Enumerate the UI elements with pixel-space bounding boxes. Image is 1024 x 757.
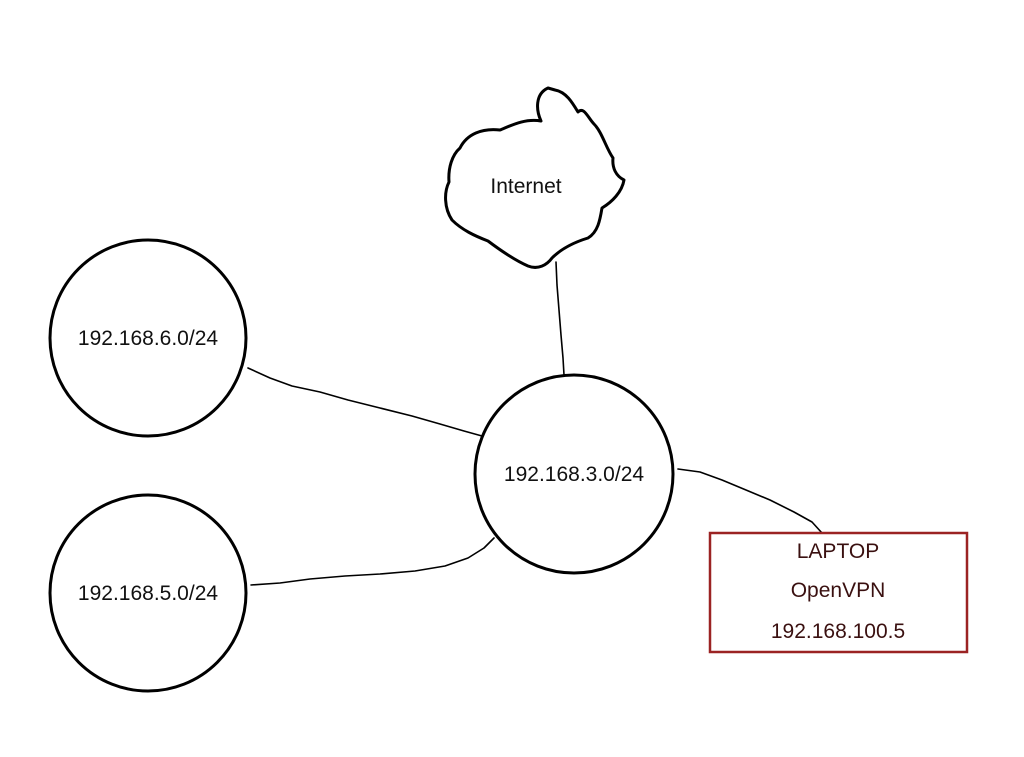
- network-circle: [48, 238, 248, 438]
- laptop-vpn-label: OpenVPN: [791, 579, 886, 602]
- network-label: 192.168.6.0/24: [78, 327, 218, 350]
- network-circle: [48, 493, 248, 693]
- laptop-title: LAPTOP: [797, 540, 879, 563]
- network-node-center: 192.168.3.0/24: [473, 373, 675, 575]
- network-node-bottom-left: 192.168.5.0/24: [48, 493, 248, 693]
- link-bottom-left-to-center: [250, 537, 495, 586]
- link-top-left-to-center: [247, 367, 483, 437]
- link-center-to-laptop: [677, 468, 823, 534]
- laptop-ip-label: 192.168.100.5: [771, 620, 905, 643]
- laptop-border: [708, 531, 969, 654]
- laptop-box: LAPTOP OpenVPN 192.168.100.5: [708, 531, 969, 654]
- internet-cloud: Internet: [444, 86, 626, 269]
- internet-label: Internet: [490, 175, 561, 198]
- network-node-top-left: 192.168.6.0/24: [48, 238, 248, 438]
- network-label: 192.168.5.0/24: [78, 582, 218, 605]
- link-internet-to-center: [555, 261, 565, 376]
- network-circle: [473, 373, 675, 575]
- network-label: 192.168.3.0/24: [504, 463, 644, 486]
- cloud-icon: [444, 86, 626, 269]
